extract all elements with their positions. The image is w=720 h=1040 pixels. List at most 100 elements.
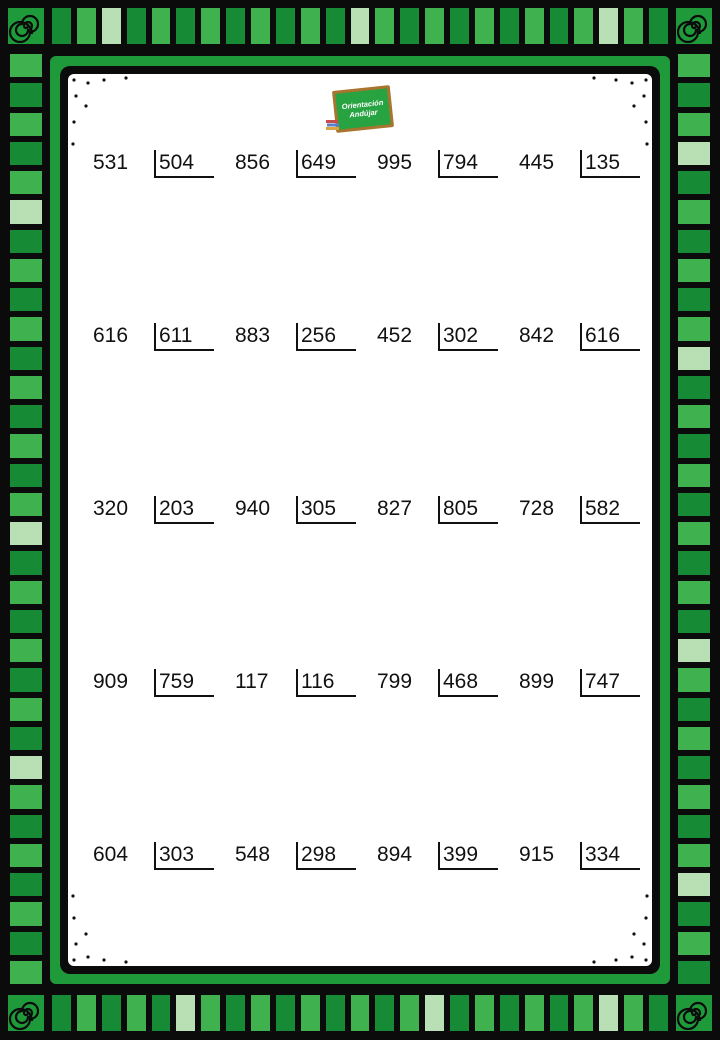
division-bracket: 135 — [580, 150, 640, 178]
division-bracket: 298 — [296, 842, 356, 870]
division-bracket: 805 — [438, 496, 498, 524]
border-tile — [251, 8, 270, 44]
border-tile — [10, 288, 42, 312]
corner-dots-decoration — [562, 876, 652, 966]
border-tile — [678, 405, 710, 429]
dividend: 616 — [93, 324, 129, 347]
border-tile — [375, 8, 395, 44]
division-bracket: 468 — [438, 669, 498, 697]
division-bracket: 334 — [580, 842, 640, 870]
border-tile — [678, 171, 710, 195]
divisor: 649 — [301, 151, 337, 174]
divisor: 582 — [585, 497, 621, 520]
border-tile — [549, 8, 569, 44]
border-tile — [10, 551, 42, 575]
border-tile — [678, 814, 710, 838]
divisor: 759 — [159, 670, 195, 693]
divisor: 616 — [585, 324, 621, 347]
spiral-icon — [676, 8, 712, 44]
border-tile — [425, 8, 444, 44]
border-tile — [10, 785, 42, 809]
division-bracket: 747 — [580, 669, 640, 697]
corner-dots-decoration — [68, 74, 158, 164]
border-tile — [400, 995, 420, 1031]
border-tile — [678, 551, 710, 575]
dividend: 915 — [519, 843, 555, 866]
division-bracket: 794 — [438, 150, 498, 178]
border-tile — [76, 8, 96, 44]
border-tile — [275, 8, 295, 44]
border-tile — [678, 697, 710, 721]
border-tile — [300, 995, 320, 1031]
dividend: 452 — [377, 324, 413, 347]
border-strip-left — [10, 54, 42, 984]
dividend: 909 — [93, 670, 129, 693]
border-tile — [678, 756, 710, 780]
division-bracket: 399 — [438, 842, 498, 870]
border-tile — [350, 8, 370, 44]
border-tile — [678, 492, 710, 516]
dividend: 899 — [519, 670, 555, 693]
divisor: 805 — [443, 497, 479, 520]
dividend: 320 — [93, 497, 129, 520]
orientacion-andujar-logo: Orientación Andújar — [331, 85, 395, 133]
division-bracket: 303 — [154, 842, 214, 870]
border-tile — [10, 873, 42, 897]
border-tile — [10, 609, 42, 633]
border-tile — [678, 902, 710, 926]
border-tile — [300, 8, 320, 44]
border-tile — [678, 639, 710, 663]
border-tile — [126, 8, 146, 44]
border-tile — [10, 931, 42, 955]
division-bracket: 759 — [154, 669, 214, 697]
border-tile — [52, 995, 71, 1031]
division-bracket: 611 — [154, 323, 214, 351]
border-tile — [678, 112, 710, 136]
border-tile — [678, 609, 710, 633]
border-tile — [678, 141, 710, 165]
border-tile — [450, 995, 469, 1031]
border-strip-top — [52, 8, 668, 44]
divisor: 135 — [585, 151, 621, 174]
border-tile — [10, 960, 42, 984]
divisor: 298 — [301, 843, 337, 866]
books-icon — [326, 120, 339, 130]
border-tile — [499, 8, 519, 44]
border-tile — [524, 995, 544, 1031]
border-tile — [126, 995, 146, 1031]
divisor: 256 — [301, 324, 337, 347]
divisor: 399 — [443, 843, 479, 866]
border-tile — [574, 8, 594, 44]
border-tile — [678, 258, 710, 282]
dividend: 531 — [93, 151, 129, 174]
border-tile — [10, 463, 42, 487]
division-bracket: 203 — [154, 496, 214, 524]
border-tile — [10, 814, 42, 838]
border-tile — [10, 229, 42, 253]
border-tile — [425, 995, 444, 1031]
border-tile — [226, 995, 245, 1031]
border-tile — [10, 54, 42, 78]
divisor: 747 — [585, 670, 621, 693]
division-bracket: 616 — [580, 323, 640, 351]
border-tile — [10, 668, 42, 692]
border-tile — [275, 995, 295, 1031]
spiral-icon — [676, 995, 712, 1031]
border-tile — [474, 8, 494, 44]
border-tile — [76, 995, 96, 1031]
border-tile — [10, 171, 42, 195]
border-tile — [10, 405, 42, 429]
division-bracket: 256 — [296, 323, 356, 351]
border-tile — [599, 8, 619, 44]
border-tile — [52, 8, 71, 44]
spiral-icon — [8, 995, 44, 1031]
border-tile — [10, 83, 42, 107]
dividend: 883 — [235, 324, 271, 347]
border-tile — [678, 54, 710, 78]
divisor: 116 — [301, 670, 335, 693]
border-tile — [10, 375, 42, 399]
